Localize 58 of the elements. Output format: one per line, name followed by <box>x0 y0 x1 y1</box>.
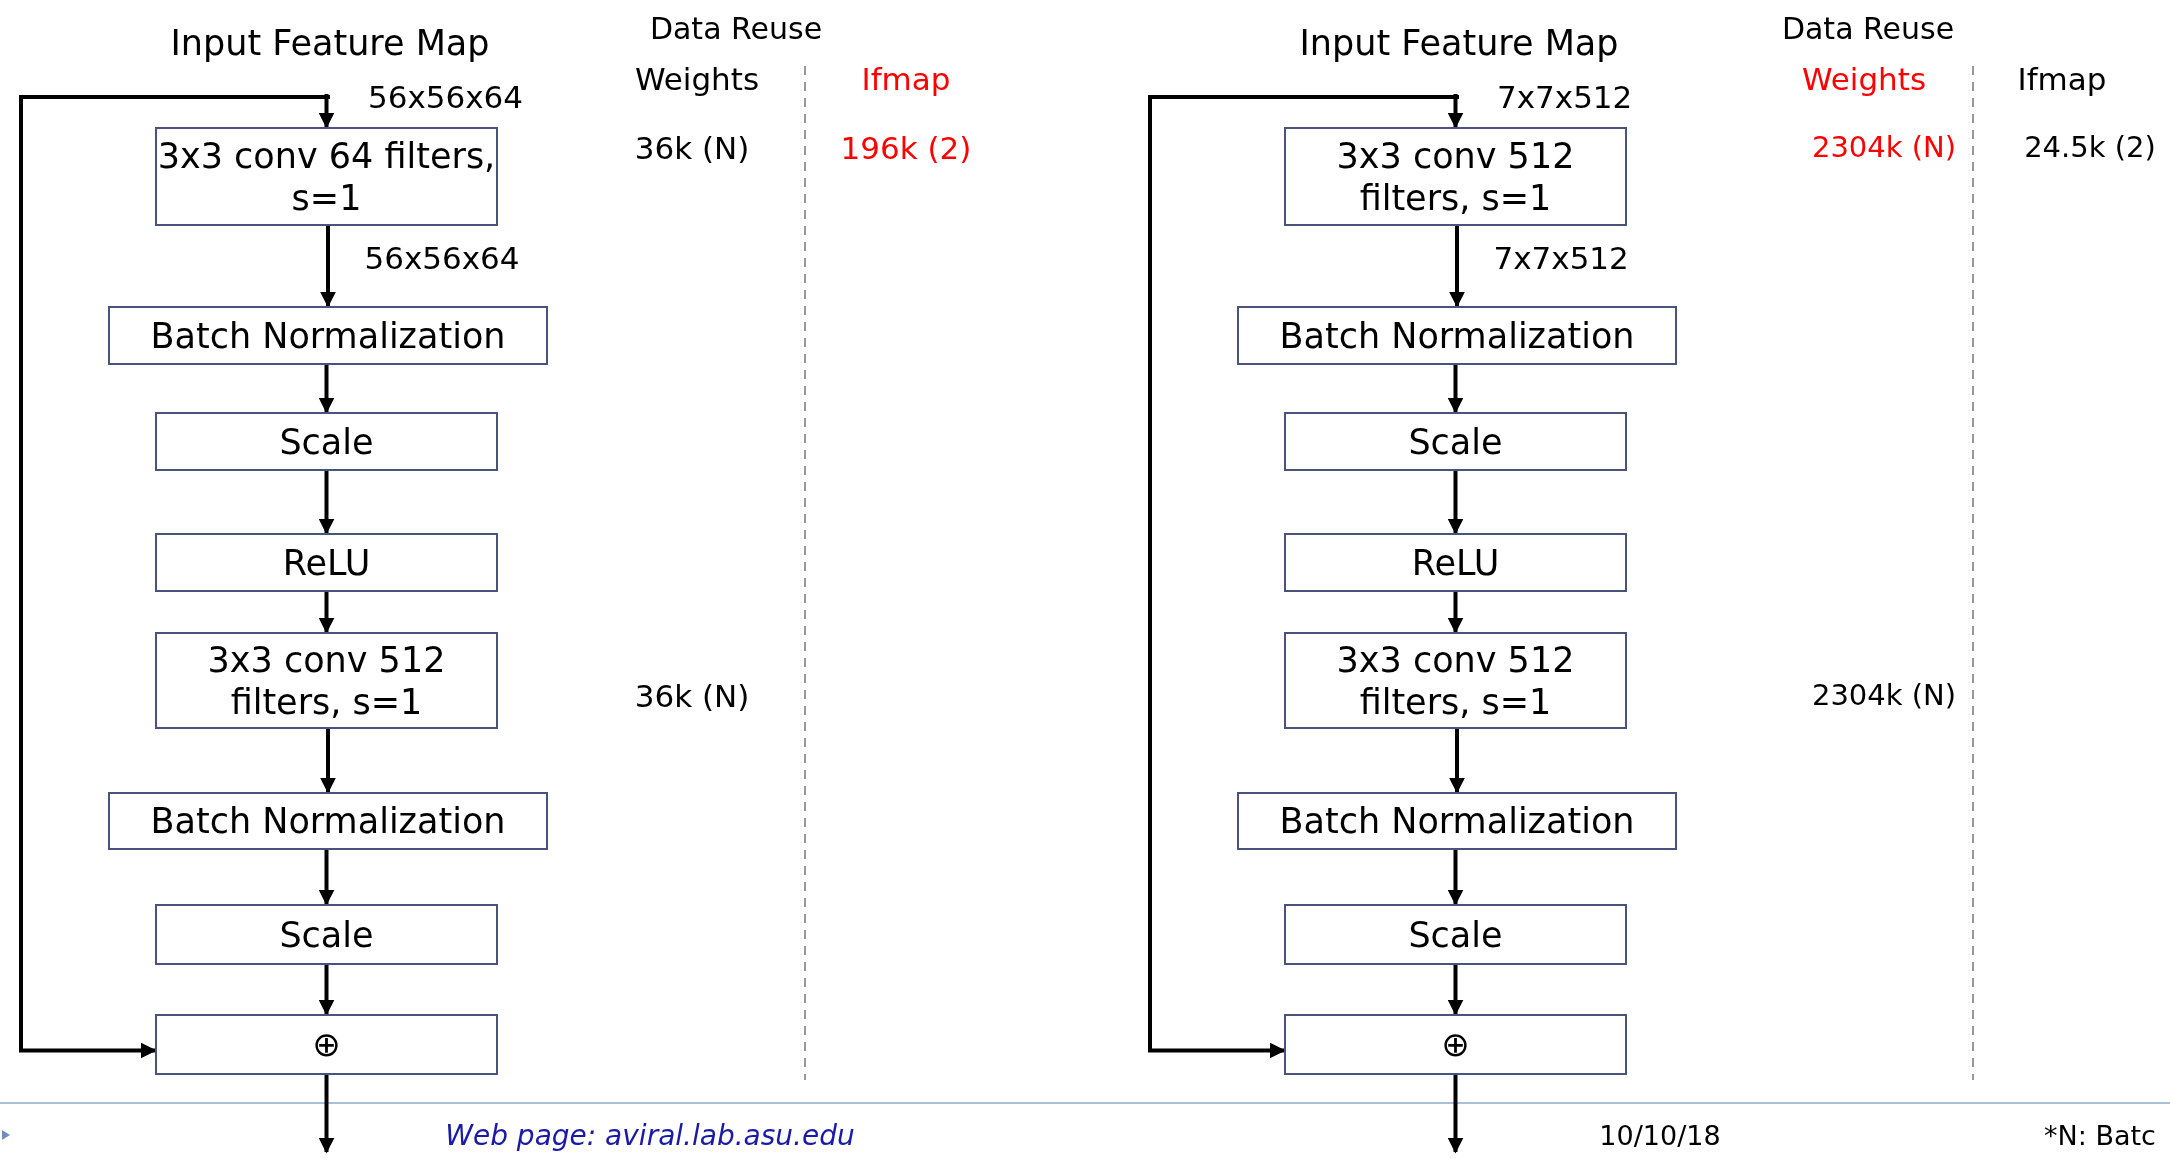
node-text: Batch Normalization <box>150 800 506 842</box>
node-text: Input Feature Map <box>170 22 490 64</box>
layer-box <box>1284 127 1627 226</box>
arrow <box>318 1075 335 1154</box>
arrow <box>19 95 330 1059</box>
annotation-text: 2304k (N) <box>1811 132 1957 164</box>
layer-box <box>155 533 498 592</box>
layer-box <box>1284 412 1627 471</box>
arrow <box>318 94 335 129</box>
arrow <box>1449 729 1465 794</box>
arrow <box>1447 94 1464 129</box>
layer-box <box>1237 792 1677 850</box>
node-text: Scale <box>279 913 374 956</box>
node-text: Scale <box>279 420 374 463</box>
node-text: Batch Normalization <box>1279 800 1635 842</box>
node-text: 3x3 conv 64 filters, s=1 <box>157 134 496 219</box>
arrow <box>1447 471 1464 535</box>
arrow <box>318 471 335 535</box>
arrow <box>1447 965 1464 1016</box>
layer-box <box>155 632 498 729</box>
layer-box <box>1284 632 1627 729</box>
layer-box <box>155 127 498 226</box>
arrow <box>320 226 336 308</box>
arrow <box>318 850 335 906</box>
node-text: 3x3 conv 512 filters, s=1 <box>1335 638 1576 723</box>
arrow <box>1447 592 1464 634</box>
arrow <box>1148 95 1459 1059</box>
layer-box <box>155 412 498 471</box>
plus-symbol: ⊕ <box>312 1024 341 1065</box>
layer-box <box>108 306 548 365</box>
arrow <box>320 729 336 794</box>
add-box <box>155 1014 498 1075</box>
layer-box <box>155 904 498 965</box>
arrow <box>318 965 335 1016</box>
node-text: 3x3 conv 512 filters, s=1 <box>206 638 447 723</box>
arrow <box>1449 226 1465 308</box>
node-text: Batch Normalization <box>1279 314 1635 357</box>
node-text: Batch Normalization <box>150 314 506 357</box>
arrow <box>1447 365 1464 414</box>
arrow <box>318 365 335 414</box>
node-text: ReLU <box>282 541 371 584</box>
plus-symbol: ⊕ <box>1441 1024 1470 1065</box>
layer-box <box>1284 904 1627 965</box>
node-text: Input Feature Map <box>1299 22 1619 64</box>
layer-box <box>108 792 548 850</box>
annotation-text: 2304k (N) <box>1811 680 1957 712</box>
node-text: Scale <box>1408 913 1503 956</box>
annotation-text: Web page: aviral.lab.asu.edu <box>445 1120 855 1152</box>
add-box <box>1284 1014 1627 1075</box>
node-text: 3x3 conv 512 filters, s=1 <box>1335 134 1576 219</box>
arrow <box>318 592 335 634</box>
node-text: ReLU <box>1411 541 1500 584</box>
annotation-text: 24.5k (2) <box>2024 132 2156 164</box>
layer-box <box>1284 533 1627 592</box>
node-text: Scale <box>1408 420 1503 463</box>
arrow <box>1447 850 1464 906</box>
arrow <box>1447 1075 1464 1154</box>
layer-box <box>1237 306 1677 365</box>
